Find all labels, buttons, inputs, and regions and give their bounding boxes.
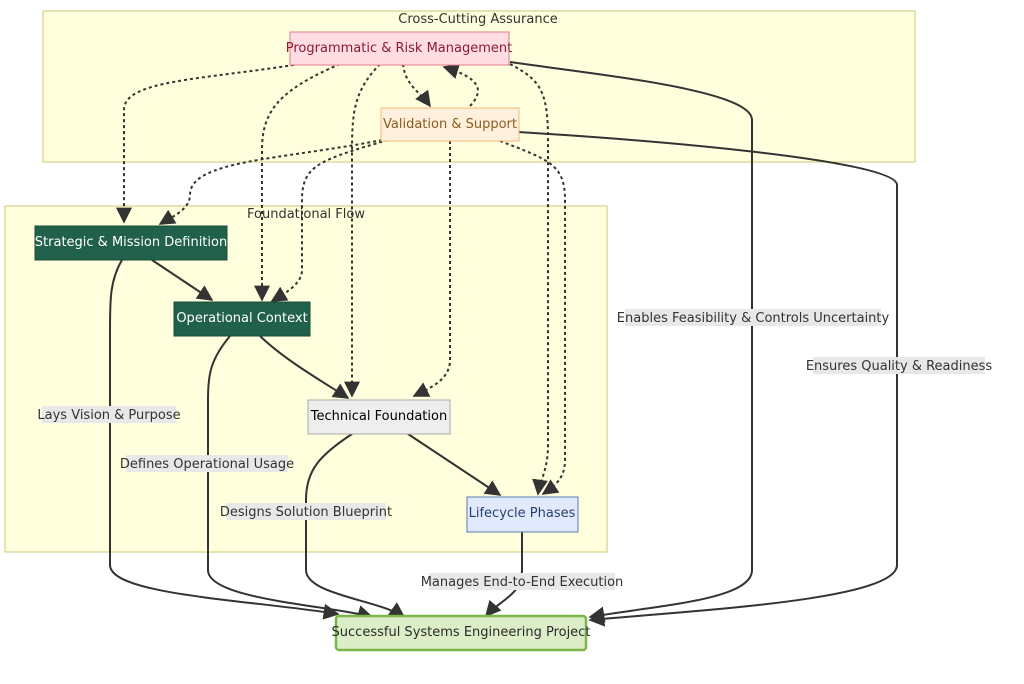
edge-technical-to-lifecycle	[407, 433, 502, 496]
edge-label-defines-usage: Defines Operational Usage	[120, 455, 294, 472]
edge-technical-to-success	[305, 433, 406, 618]
svg-text:Lays Vision & Purpose: Lays Vision & Purpose	[37, 408, 180, 423]
edge-validation-to-operational	[270, 139, 389, 302]
svg-text:Manages End-to-End Execution: Manages End-to-End Execution	[421, 575, 624, 590]
edge-label-manages-execution: Manages End-to-End Execution	[421, 573, 624, 590]
edge-operational-to-technical	[259, 335, 350, 399]
edge-validation-to-success	[517, 131, 898, 627]
svg-text:Successful Systems Engineering: Successful Systems Engineering Project	[332, 625, 591, 640]
edge-validation-to-programmatic	[442, 63, 479, 107]
edge-strategic-to-success	[109, 259, 340, 620]
node-technical-foundation[interactable]: Technical Foundation	[307, 399, 451, 435]
edge-label-lays-vision: Lays Vision & Purpose	[37, 406, 181, 423]
edge-operational-to-success	[207, 335, 374, 621]
edge-lifecycle-to-success	[484, 532, 523, 618]
edge-programmatic-to-technical	[344, 63, 381, 398]
edge-programmatic-to-strategic	[116, 63, 301, 224]
svg-text:Defines Operational Usage: Defines Operational Usage	[120, 457, 294, 472]
svg-text:Ensures Quality & Readiness: Ensures Quality & Readiness	[806, 359, 993, 374]
svg-text:Programmatic & Risk Management: Programmatic & Risk Management	[286, 41, 512, 56]
node-successful-project[interactable]: Successful Systems Engineering Project	[332, 614, 591, 652]
node-operational-context[interactable]: Operational Context	[173, 301, 311, 337]
edge-validation-to-strategic	[158, 139, 383, 225]
node-validation-support[interactable]: Validation & Support	[380, 107, 520, 142]
node-lifecycle-phases[interactable]: Lifecycle Phases	[466, 496, 579, 533]
svg-text:Enables Feasibility & Controls: Enables Feasibility & Controls Uncertain…	[617, 311, 890, 326]
edge-label-enables-feasibility: Enables Feasibility & Controls Uncertain…	[617, 309, 890, 326]
svg-text:Designs Solution Blueprint: Designs Solution Blueprint	[220, 505, 392, 520]
node-strategic-mission-definition[interactable]: Strategic & Mission Definition	[34, 225, 228, 261]
edge-programmatic-to-operational	[254, 63, 341, 302]
edge-validation-to-technical	[412, 141, 451, 397]
svg-text:Operational Context: Operational Context	[176, 311, 307, 326]
svg-text:Lifecycle Phases: Lifecycle Phases	[469, 506, 576, 521]
cluster-title-foundational: Foundational Flow	[247, 207, 365, 222]
edge-label-ensures-quality: Ensures Quality & Readiness	[806, 357, 993, 374]
edge-label-designs-blueprint: Designs Solution Blueprint	[220, 503, 392, 520]
svg-text:Technical Foundation: Technical Foundation	[310, 409, 447, 424]
edge-strategic-to-operational	[151, 259, 214, 301]
node-programmatic-risk-management[interactable]: Programmatic & Risk Management	[286, 31, 512, 66]
edge-programmatic-to-success	[509, 61, 753, 623]
svg-text:Validation & Support: Validation & Support	[383, 117, 517, 132]
edge-programmatic-to-validation	[402, 63, 431, 108]
cluster-title-cross-cutting: Cross-Cutting Assurance	[398, 12, 557, 27]
svg-text:Strategic & Mission Definition: Strategic & Mission Definition	[35, 235, 227, 250]
